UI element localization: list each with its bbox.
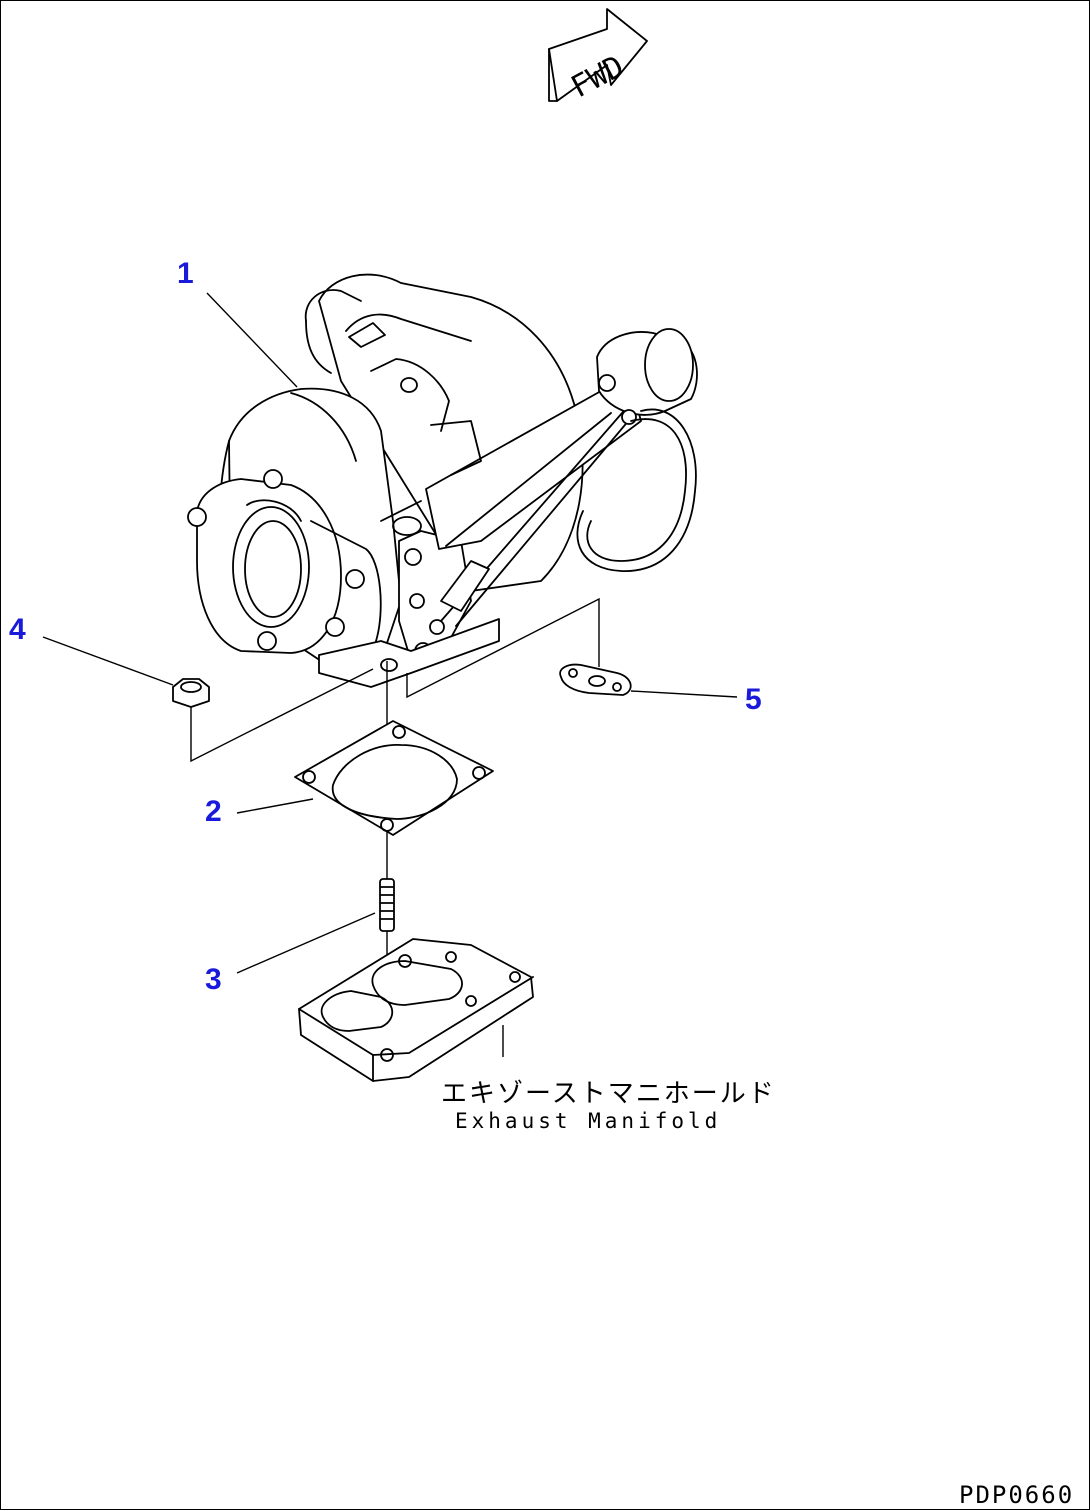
stud-bolt bbox=[379, 878, 395, 932]
manifold-label-jp: エキゾーストマニホールド bbox=[441, 1079, 776, 1109]
small-gasket bbox=[559, 663, 632, 696]
callout-2: 2 bbox=[205, 795, 222, 828]
fwd-arrow-icon: FWD bbox=[548, 8, 648, 105]
callout-4: 4 bbox=[9, 613, 26, 646]
turbocharger bbox=[187, 273, 698, 688]
callout-3: 3 bbox=[205, 963, 222, 996]
callout-5: 5 bbox=[745, 683, 762, 716]
exhaust-manifold-flange bbox=[298, 938, 534, 1082]
manifold-label-en: Exhaust Manifold bbox=[455, 1109, 722, 1133]
flange-nut bbox=[172, 678, 210, 708]
drawing-id: PDP0660 bbox=[959, 1481, 1075, 1509]
turbo-gasket bbox=[294, 720, 494, 836]
callout-1: 1 bbox=[177, 257, 194, 290]
